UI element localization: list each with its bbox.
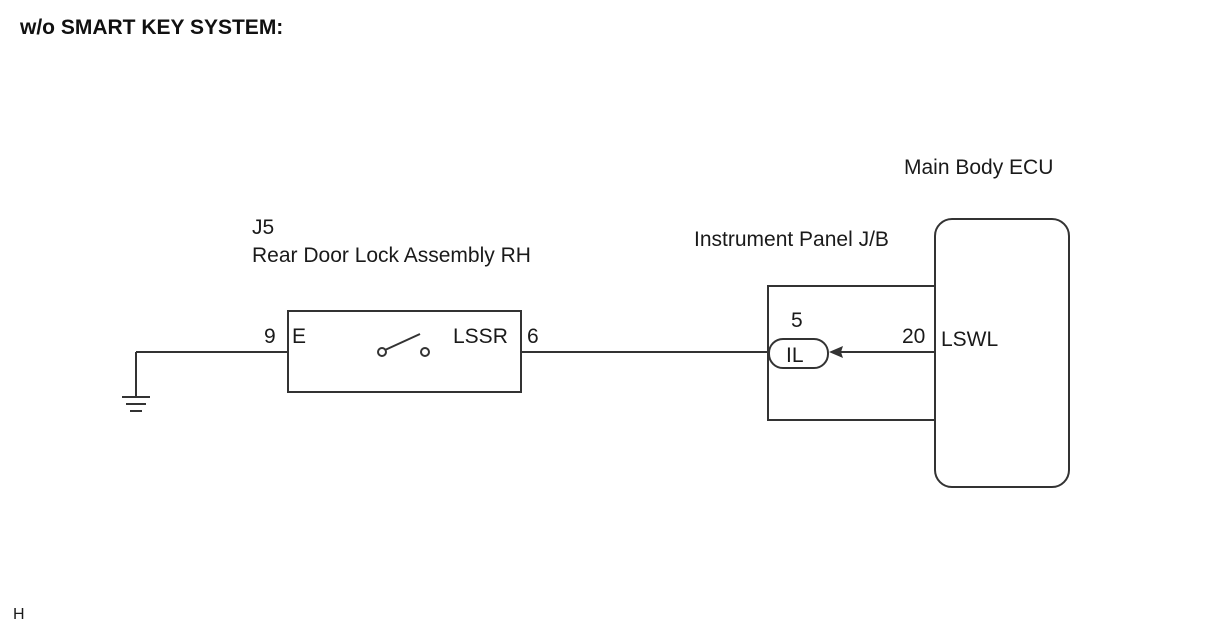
ground-icon xyxy=(122,352,150,412)
junction-block: Instrument Panel J/B 5 IL xyxy=(694,228,935,421)
door-lock-code: J5 xyxy=(252,216,274,239)
connector-il-label: IL xyxy=(786,344,804,367)
main-body-ecu: Main Body ECU 20 LSWL xyxy=(902,156,1070,488)
door-lock-box xyxy=(287,310,522,393)
junction-block-name: Instrument Panel J/B xyxy=(694,228,889,251)
figure-code: H xyxy=(13,606,25,623)
pin-number-6: 6 xyxy=(527,325,539,348)
pin-number-20: 20 xyxy=(902,325,925,348)
ecu-box xyxy=(934,218,1070,488)
diagram-title: w/o SMART KEY SYSTEM: xyxy=(19,16,283,39)
connector-arrow-icon xyxy=(829,346,843,358)
pin-name-lswl: LSWL xyxy=(941,328,998,351)
switch-icon xyxy=(377,333,430,357)
ecu-name: Main Body ECU xyxy=(904,156,1053,179)
connector-pin-5: 5 xyxy=(791,309,803,332)
connector-il-shape xyxy=(768,338,829,369)
pin-name-e: E xyxy=(292,325,306,348)
pin-number-9: 9 xyxy=(264,325,276,348)
pin-name-lssr: LSSR xyxy=(453,325,508,348)
door-lock-assembly: J5 Rear Door Lock Assembly RH 9 E LSSR 6 xyxy=(252,216,539,393)
door-lock-name: Rear Door Lock Assembly RH xyxy=(252,244,531,267)
